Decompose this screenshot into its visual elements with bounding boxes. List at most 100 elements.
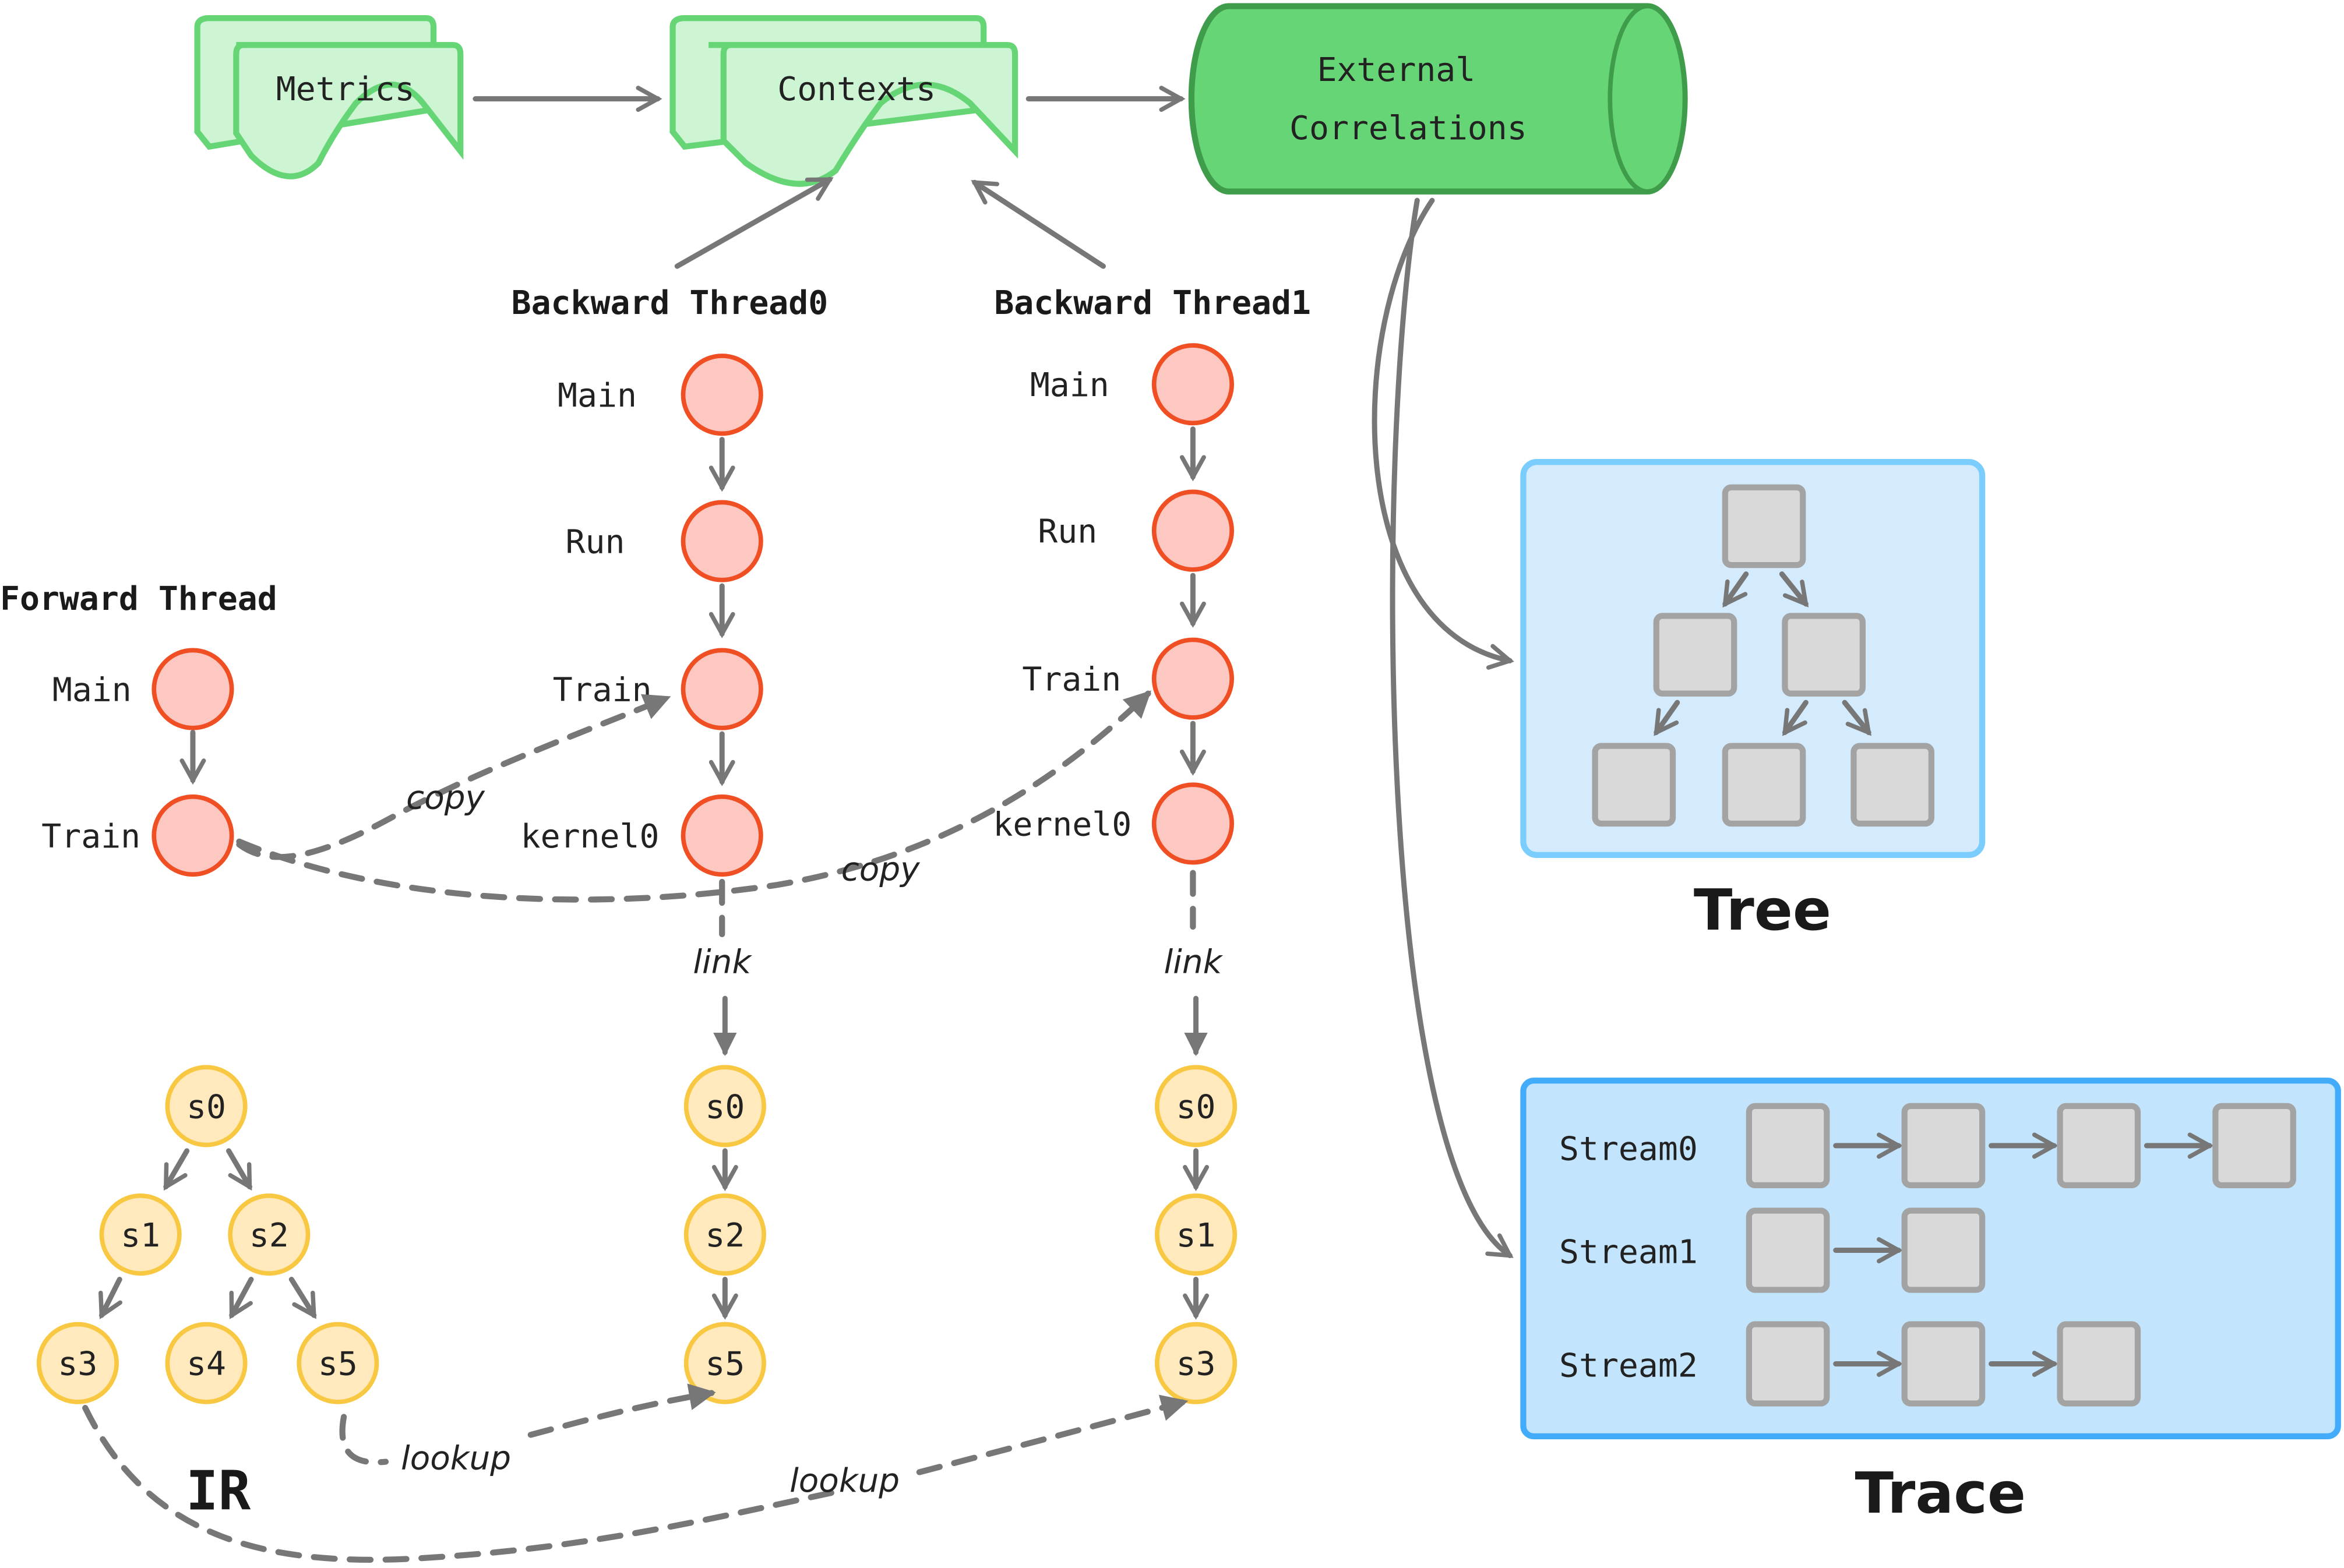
contexts-doc: Contexts xyxy=(669,15,1018,187)
trace-event-box xyxy=(1901,1207,1986,1293)
b1-ir-label: s0 xyxy=(1176,1088,1216,1126)
ir-node-s5 xyxy=(297,1322,379,1404)
trace-stream-label: Stream0 xyxy=(1559,1130,1698,1168)
external-correlations-db: External Correlations xyxy=(1188,3,1688,195)
ir-node-s4 xyxy=(165,1322,248,1404)
b0-node-label: Run xyxy=(566,524,625,561)
b1-ir-node-s1 xyxy=(1154,1193,1238,1276)
thread1-to-contexts-arrow xyxy=(975,179,1106,269)
trace-event-box xyxy=(1901,1103,1986,1189)
trace-event-box xyxy=(2057,1103,2141,1189)
b1-kernel0-node xyxy=(1151,782,1234,865)
external-to-trace-arrow xyxy=(1390,197,1510,1258)
b0-ir-label: s5 xyxy=(705,1345,745,1383)
trace-event-box xyxy=(1746,1321,1830,1407)
ir-node-s1 xyxy=(99,1193,182,1276)
forward-main-node xyxy=(151,648,234,730)
b1-run-node xyxy=(1151,489,1234,572)
b0-ir-label: s2 xyxy=(705,1217,745,1255)
b0-run-node xyxy=(681,500,763,582)
ir-edge xyxy=(226,1148,252,1187)
copy-label-2: copy xyxy=(841,850,921,888)
tree-edge xyxy=(1779,571,1806,604)
b1-node-label: kernel0 xyxy=(993,806,1132,844)
lookup-edge-to-b1 xyxy=(82,1402,1184,1563)
b0-main-node xyxy=(681,354,763,436)
b0-node-label: Main xyxy=(558,377,637,415)
ir-edge xyxy=(163,1148,190,1187)
forward-node-label: Main xyxy=(52,672,132,709)
metrics-doc: Metrics xyxy=(194,15,464,179)
ir-node-s3 xyxy=(36,1322,119,1404)
ir-edge xyxy=(288,1277,317,1316)
b0-link-label: link xyxy=(693,944,752,981)
b1-node-label: Main xyxy=(1030,366,1109,404)
lookup-label-1: lookup xyxy=(401,1439,511,1477)
backward1-nodes: Main Run Train kernel0 xyxy=(993,343,1234,865)
trace-event-box xyxy=(1746,1103,1830,1189)
b1-node-label: Run xyxy=(1038,513,1097,551)
ir-node-s0 xyxy=(165,1065,248,1147)
trace-event-box xyxy=(2057,1321,2141,1407)
b0-node-label: kernel0 xyxy=(521,818,660,856)
ir-node-label: s5 xyxy=(318,1345,358,1383)
trace-stream-label: Stream1 xyxy=(1559,1233,1698,1271)
trace-event-box xyxy=(1901,1321,1986,1407)
forward-train-node xyxy=(151,794,234,877)
b1-ir-label: s3 xyxy=(1176,1345,1216,1383)
external-to-tree-arrow xyxy=(1372,197,1510,661)
tree-node xyxy=(1722,743,1806,827)
trace-event-box xyxy=(2212,1103,2296,1189)
backward-thread0-title: Backward Thread0 xyxy=(512,284,829,322)
b0-train-node xyxy=(681,648,763,730)
tree-node xyxy=(1592,743,1676,827)
b1-ir-node-s0 xyxy=(1154,1065,1238,1147)
ir-node-s2 xyxy=(228,1193,311,1276)
external-label-line2: Correlations xyxy=(1289,110,1527,147)
contexts-label: Contexts xyxy=(777,70,936,108)
copy-edge-to-b1 xyxy=(236,690,1151,903)
ir-node-label: s4 xyxy=(186,1345,226,1383)
lookup-label-2: lookup xyxy=(789,1462,900,1500)
metrics-label: Metrics xyxy=(276,70,415,108)
trace-panel: Stream0 Stream1 Stream2 xyxy=(1520,1078,2341,1440)
copy-label-1: copy xyxy=(406,779,485,817)
b1-train-node xyxy=(1151,637,1234,720)
ir-node-label: s1 xyxy=(121,1217,160,1255)
external-label-line1: External xyxy=(1317,51,1475,89)
b1-main-node xyxy=(1151,343,1234,426)
ir-tree: s0 s1 s2 s3 s4 s5 xyxy=(36,1065,379,1404)
tree-title: Tree xyxy=(1694,877,1831,943)
ir-edge xyxy=(101,1277,119,1316)
ir-edge xyxy=(229,1277,254,1316)
trace-event-box xyxy=(1746,1207,1830,1293)
ir-node-label: s0 xyxy=(186,1088,226,1126)
b0-ir-node-s0 xyxy=(683,1065,766,1147)
b0-kernel0-node xyxy=(681,794,763,877)
b0-ir-node-s2 xyxy=(683,1193,766,1276)
forward-node-label: Train xyxy=(41,818,140,856)
b1-link-label: link xyxy=(1164,944,1224,981)
tree-edge xyxy=(1654,700,1680,732)
backward0-nodes: Main Run Train kernel0 xyxy=(521,354,763,877)
trace-title: Trace xyxy=(1855,1460,2026,1526)
forward-thread-title: Forward Thread xyxy=(0,580,277,618)
trace-rows xyxy=(1746,1103,2296,1407)
ir-node-label: s2 xyxy=(249,1217,289,1255)
tree-edge xyxy=(1782,700,1809,732)
tree-node xyxy=(1653,613,1737,697)
tree-edge xyxy=(1842,700,1869,732)
tree-node xyxy=(1782,613,1866,697)
b1-node-label: Train xyxy=(1022,661,1121,699)
tree-node xyxy=(1722,484,1806,568)
b1-ir-label: s1 xyxy=(1176,1217,1216,1255)
b0-node-label: Train xyxy=(553,672,652,709)
tree-panel xyxy=(1520,458,1986,859)
lookup-edge-to-b0 xyxy=(339,1393,712,1465)
ir-node-label: s3 xyxy=(58,1345,97,1383)
tree-node xyxy=(1850,743,1935,827)
thread0-to-contexts-arrow xyxy=(674,176,830,269)
tree-edge xyxy=(1722,571,1749,604)
backward-thread1-title: Backward Thread1 xyxy=(994,284,1311,322)
